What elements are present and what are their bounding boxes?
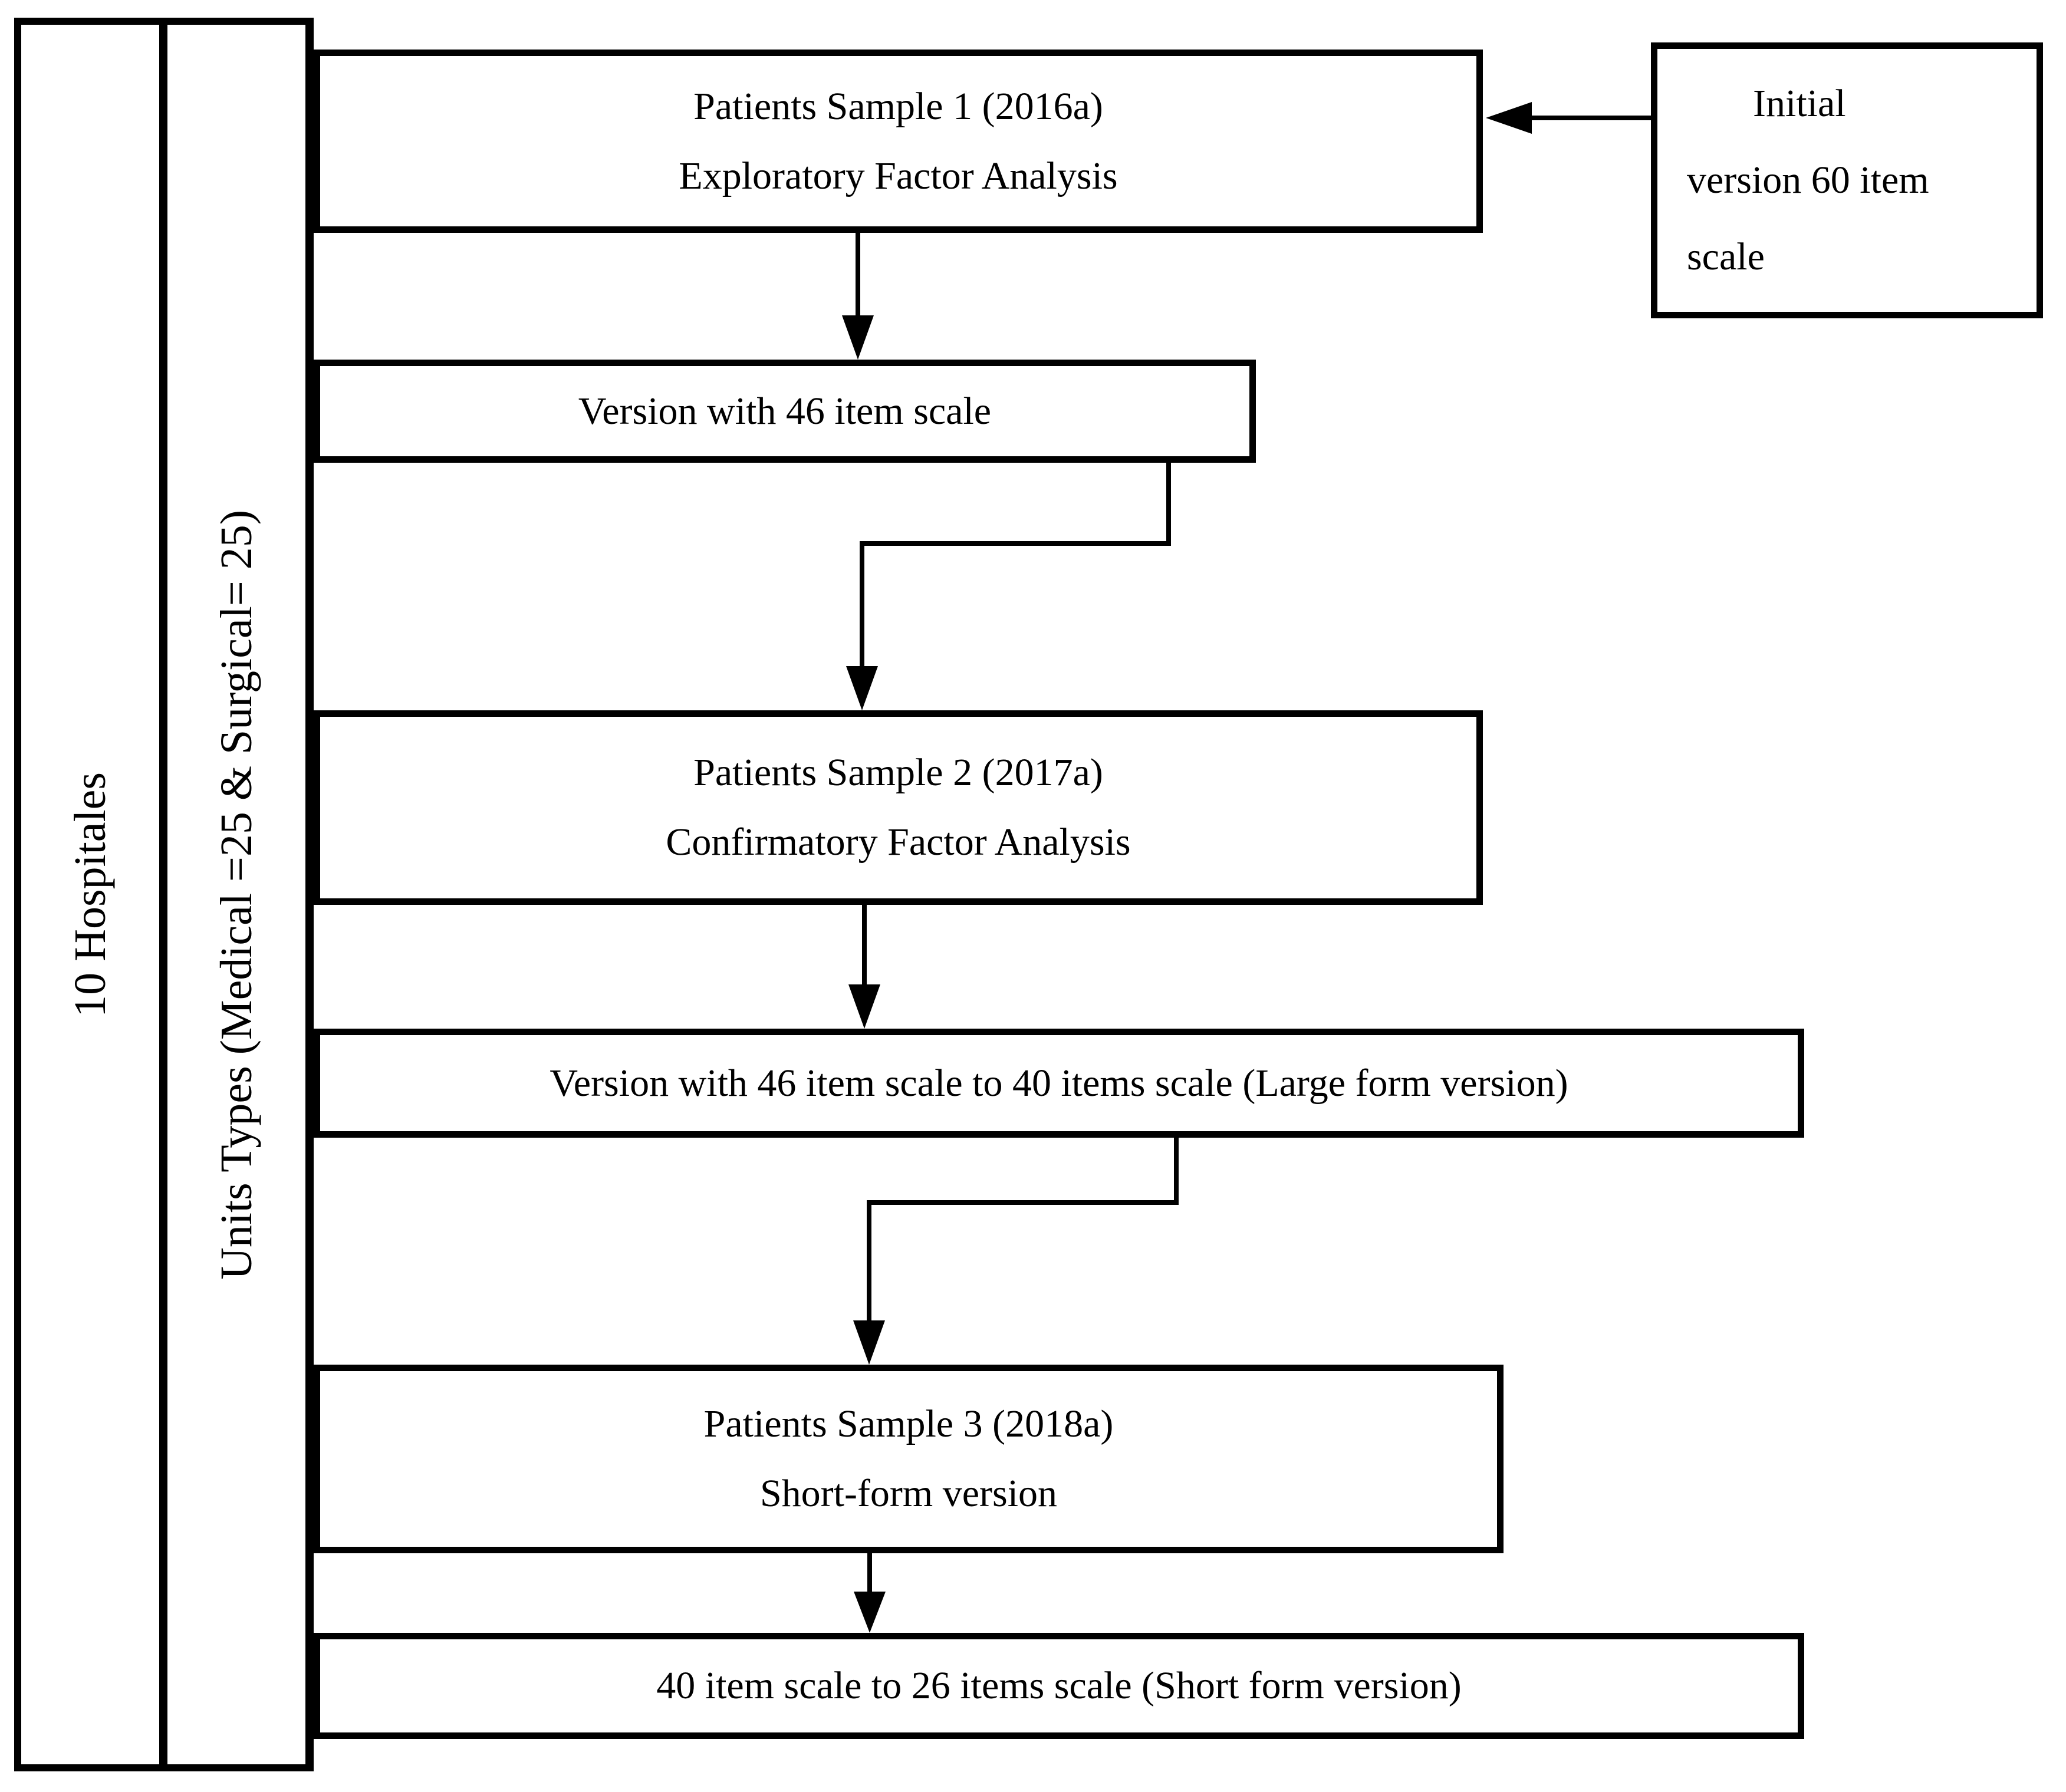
edge-largeform-to-sample3-segment-across [867, 1200, 1179, 1205]
edge-sample2-to-largeform-line [862, 905, 867, 984]
node-patients-sample-2-line-1: Patients Sample 2 (2017a) [693, 751, 1103, 794]
node-patients-sample-3: Patients Sample 3 (2018a) Short-form ver… [314, 1365, 1504, 1553]
edge-initial-to-sample1-arrowhead-icon [1486, 102, 1532, 134]
node-version-46: Version with 46 item scale [314, 360, 1256, 463]
node-initial-version-line-2: version 60 item [1687, 159, 1929, 202]
column-10-hospitals-label: 10 Hospitales [65, 772, 115, 1017]
edge-version46-to-sample2-segment-down [1166, 463, 1171, 543]
edge-sample1-to-version46-line [856, 233, 860, 315]
edge-version46-to-sample2-arrowhead-icon [846, 666, 878, 710]
edge-initial-to-sample1-line [1527, 116, 1651, 120]
node-version-46-line-1: Version with 46 item scale [578, 389, 992, 433]
edge-version46-to-sample2-segment-drop [860, 546, 864, 666]
node-initial-version-line-1: Initial [1753, 82, 1846, 125]
node-patients-sample-2-line-2: Confirmatory Factor Analysis [666, 821, 1131, 864]
node-patients-sample-1-line-1: Patients Sample 1 (2016a) [693, 84, 1103, 128]
edge-version46-to-sample2-segment-across [860, 541, 1171, 546]
edge-largeform-to-sample3-arrowhead-icon [853, 1320, 885, 1365]
column-divider [159, 25, 167, 1764]
edge-sample3-to-shortform-line [867, 1553, 872, 1592]
node-patients-sample-2: Patients Sample 2 (2017a) Confirmatory F… [314, 710, 1483, 905]
column-10-hospitals: 10 Hospitales [21, 25, 159, 1764]
edge-sample3-to-shortform-arrowhead-icon [854, 1592, 886, 1633]
node-large-form-version: Version with 46 item scale to 40 items s… [314, 1029, 1804, 1138]
node-short-form-scale: 40 item scale to 26 items scale (Short f… [314, 1633, 1804, 1739]
edge-largeform-to-sample3-segment-down [1174, 1138, 1179, 1205]
column-unit-types: Units Types (Medical =25 & Surgical= 25) [167, 25, 305, 1764]
edge-largeform-to-sample3-segment-drop [867, 1205, 871, 1320]
node-short-form-scale-line-1: 40 item scale to 26 items scale (Short f… [656, 1664, 1462, 1707]
node-patients-sample-1: Patients Sample 1 (2016a) Exploratory Fa… [314, 50, 1483, 233]
edge-sample2-to-largeform-arrowhead-icon [848, 984, 880, 1029]
column-unit-types-label: Units Types (Medical =25 & Surgical= 25) [212, 509, 261, 1280]
node-patients-sample-3-line-2: Short-form version [759, 1472, 1058, 1515]
edge-sample1-to-version46-arrowhead-icon [842, 315, 874, 360]
side-columns-block: 10 Hospitales Units Types (Medical =25 &… [14, 18, 314, 1771]
node-initial-version-line-3: scale [1687, 235, 1765, 278]
node-patients-sample-3-line-1: Patients Sample 3 (2018a) [703, 1402, 1114, 1445]
node-patients-sample-1-line-2: Exploratory Factor Analysis [679, 154, 1118, 197]
node-large-form-version-line-1: Version with 46 item scale to 40 items s… [550, 1061, 1568, 1105]
node-initial-version: Initial version 60 item scale [1651, 42, 2043, 318]
